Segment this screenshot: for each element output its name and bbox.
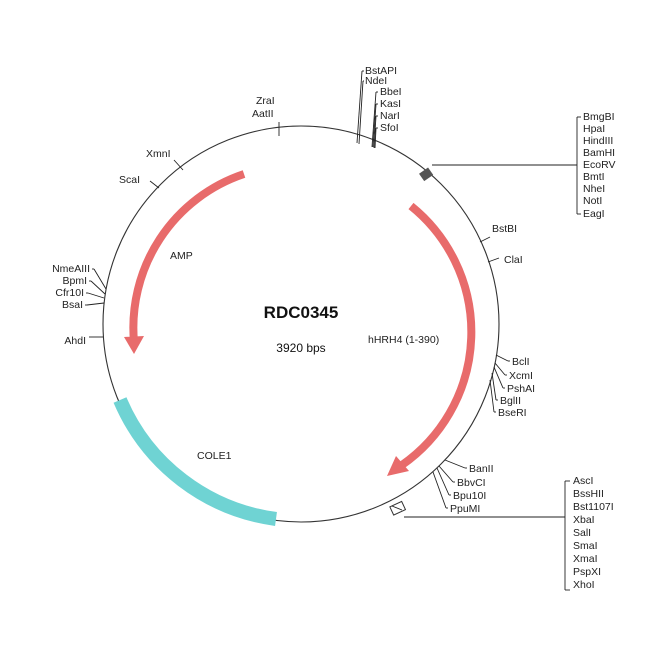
bstbi-clai-sites: BstBI ClaI <box>479 223 523 266</box>
site-bsai: BsaI <box>62 299 83 311</box>
plasmid-backbone <box>102 125 500 523</box>
amp-feature-label: AMP <box>170 250 193 262</box>
mcs2-site-asci: AscI <box>573 475 593 487</box>
mcs2-site-pspxi: PspXI <box>573 566 601 578</box>
site-bglii: BglII <box>500 395 521 407</box>
zrai-aatii-sites: ZraI AatII <box>252 95 280 136</box>
site-bstbi: BstBI <box>492 223 517 235</box>
site-nmeaiii: NmeAIII <box>52 263 90 275</box>
amp-feature-arc[interactable] <box>129 170 246 343</box>
mcs2-site-bsshii: BssHII <box>573 488 604 500</box>
mcs1-marker <box>419 167 434 182</box>
site-cfr10i: Cfr10I <box>55 287 84 299</box>
site-ahdi: AhdI <box>64 335 86 347</box>
site-banii: BanII <box>469 463 494 475</box>
site-ndei: NdeI <box>365 75 387 87</box>
mcs1-cluster: BmgBI HpaI HindIII BamHI EcoRV BmtI NheI… <box>419 111 616 220</box>
mcs1-site-ecorv: EcoRV <box>583 159 616 171</box>
site-aatii: AatII <box>252 108 274 120</box>
left-site-cluster: NmeAIII BpmI Cfr10I BsaI <box>52 263 107 311</box>
hhrh4-feature-arrowhead <box>387 456 409 476</box>
plasmid-name: RDC0345 <box>264 303 339 322</box>
lower-right-site-cluster: BanII BbvCI Bpu10I PpuMI <box>432 459 494 515</box>
site-xmni: XmnI <box>146 148 171 160</box>
site-bstapi: BstAPI <box>365 65 397 77</box>
site-kasi: KasI <box>380 98 401 110</box>
site-bbei: BbeI <box>380 86 402 98</box>
site-bseri: BseRI <box>498 407 527 419</box>
mcs2-site-smai: SmaI <box>573 540 598 552</box>
mcs1-site-hpai: HpaI <box>583 123 605 135</box>
top-site-cluster: BstAPI NdeI BbeI KasI NarI SfoI <box>356 65 402 149</box>
mcs1-site-bamhi: BamHI <box>583 147 615 159</box>
site-xcmi: XcmI <box>509 370 533 382</box>
plasmid-size: 3920 bps <box>276 341 325 355</box>
amp-feature-arrowhead <box>124 336 144 354</box>
site-scai: ScaI <box>119 174 140 186</box>
site-clai: ClaI <box>504 254 523 266</box>
site-pshai: PshAI <box>507 383 535 395</box>
mcs1-site-bmti: BmtI <box>583 171 605 183</box>
site-zrai: ZraI <box>256 95 275 107</box>
mcs2-cluster: AscI BssHII Bst1107I XbaI SalI SmaI XmaI… <box>389 475 614 591</box>
site-nari: NarI <box>380 110 400 122</box>
ahdi-site: AhdI <box>64 335 103 347</box>
mcs2-site-xmai: XmaI <box>573 553 598 565</box>
mcs1-site-bmgbi: BmgBI <box>583 111 615 123</box>
mcs1-site-noti: NotI <box>583 195 602 207</box>
mcs2-site-xbai: XbaI <box>573 514 595 526</box>
hhrh4-feature-label: hHRH4 (1-390) <box>368 334 439 346</box>
site-ppumi: PpuMI <box>450 503 480 515</box>
mcs1-site-hindiii: HindIII <box>583 135 613 147</box>
hhrh4-feature-arc[interactable] <box>399 202 476 469</box>
cole1-feature-label: COLE1 <box>197 450 232 462</box>
mcs2-site-sali: SalI <box>573 527 591 539</box>
site-bpu10i: Bpu10I <box>453 490 486 502</box>
site-bpmi: BpmI <box>62 275 87 287</box>
site-bbvci: BbvCI <box>457 477 486 489</box>
right-site-cluster: BclI XcmI PshAI BglII BseRI <box>489 354 535 419</box>
mcs2-site-xhoi: XhoI <box>573 579 595 591</box>
mcs1-site-nhei: NheI <box>583 183 605 195</box>
mcs1-site-eagi: EagI <box>583 208 605 220</box>
cole1-feature-arc[interactable] <box>113 397 277 526</box>
site-bcli: BclI <box>512 356 530 368</box>
site-sfoi: SfoI <box>380 122 399 134</box>
mcs2-marker <box>389 500 407 516</box>
xmni-scai-sites: XmnI ScaI <box>119 148 184 189</box>
mcs2-site-bst1107i: Bst1107I <box>573 501 614 513</box>
